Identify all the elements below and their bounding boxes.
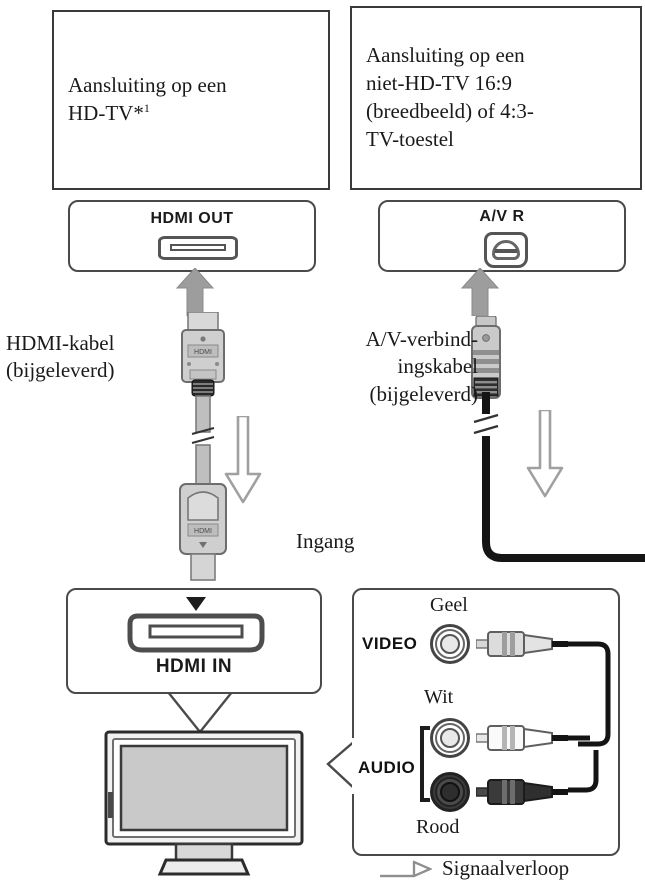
signal-flow-arrow-right-icon [526,410,564,498]
audio-jack-red [430,772,470,812]
device-port-panel-av-out: A/V R [378,200,626,272]
av-panel-callout-pointer [326,738,358,794]
jack-color-label-geel: Geel [430,594,468,616]
rca-plug-yellow-icon [476,631,568,657]
insertion-arrow-av-icon [460,268,500,316]
legend: Signaalverloop [380,856,569,881]
device-port-panel-hdmi-out: HDMI OUT [68,200,316,272]
svg-text:HDMI: HDMI [194,349,212,356]
av-internal-wiring [568,641,611,793]
av-cable-wire [473,392,645,562]
hdmi-in-label: HDMI IN [155,656,233,677]
signal-flow-legend-arrow-icon [380,859,432,877]
footnote-marker: 1 [143,101,150,115]
av-out-socket-icon [484,232,528,268]
insertion-arrow-hdmi-icon [175,268,215,316]
port-label-hdmi-out: HDMI OUT [150,210,234,227]
tv-panel-hdmi-in: HDMI IN [66,588,322,694]
television-illustration [104,730,304,880]
header-box-non-hd-tv-text: Aansluiting op een niet-HD-TV 16:9 (bree… [366,43,534,151]
signal-flow-arrow-left-icon [224,416,262,504]
tv-panel-av-in: Geel VIDEO Wit AUDIO [352,588,620,856]
port-label-av-out: A/V R [479,208,525,225]
signal-label-video: VIDEO [362,634,418,653]
audio-group-bracket [420,726,430,802]
hdmi-out-socket-icon [158,236,238,260]
hdmi-cable-label: HDMI-kabel (bijgeleverd) [6,331,115,383]
video-jack-yellow [430,624,470,664]
hdmi-in-arrow-icon [186,597,206,611]
audio-jack-white [430,718,470,758]
rca-plug-white-icon [476,725,568,751]
header-box-hd-tv: Aansluiting op een HD-TV*1 [52,10,330,190]
svg-text:HDMI: HDMI [194,528,212,535]
header-box-non-hd-tv: Aansluiting op een niet-HD-TV 16:9 (bree… [350,6,642,190]
rca-plug-red-icon [476,779,568,805]
jack-color-label-wit: Wit [424,686,454,708]
legend-label: Signaalverloop [442,856,570,880]
input-label: Ingang [296,529,355,553]
hdmi-in-socket-icon [127,613,265,653]
header-box-hd-tv-text: Aansluiting op een HD-TV*1 [68,73,227,125]
jack-color-label-rood: Rood [416,816,460,838]
signal-label-audio: AUDIO [358,758,416,777]
hdmi-cable-graphic: HDMI HDMI [179,312,227,581]
av-cable-label: A/V-verbind- ingskabel (bijgeleverd) [365,327,478,406]
